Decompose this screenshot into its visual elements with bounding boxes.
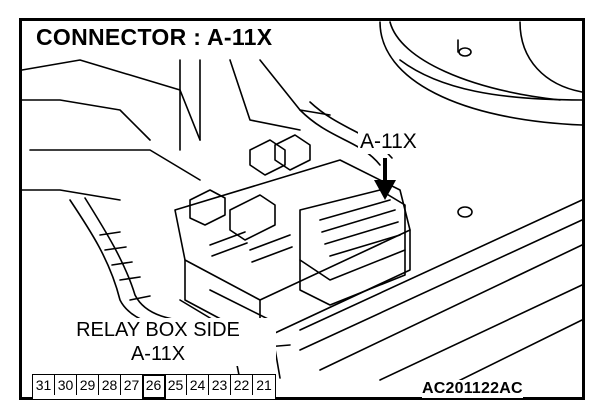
pin-24: 24	[187, 375, 209, 395]
pin-31: 31	[33, 375, 55, 395]
relay-box-connector-label: A-11X	[130, 343, 186, 365]
pin-22: 22	[231, 375, 253, 395]
figure-code: AC201122AC	[422, 380, 523, 398]
relay-box-side-label: RELAY BOX SIDE A-11X	[40, 318, 276, 366]
connector-pin-strip: 31 30 29 28 27 26 25 24 23 22 21	[32, 374, 276, 400]
pin-27: 27	[121, 375, 143, 395]
pin-29: 29	[77, 375, 99, 395]
pin-26-highlighted: 26	[142, 374, 166, 400]
pin-23: 23	[209, 375, 231, 395]
page-title: CONNECTOR : A-11X	[36, 24, 277, 51]
pin-25: 25	[165, 375, 187, 395]
pin-21: 21	[256, 377, 272, 393]
pin-30: 30	[55, 375, 77, 395]
connector-callout-label: A-11X	[358, 130, 419, 154]
relay-box-side-text: RELAY BOX SIDE	[76, 319, 240, 341]
pin-28: 28	[99, 375, 121, 395]
